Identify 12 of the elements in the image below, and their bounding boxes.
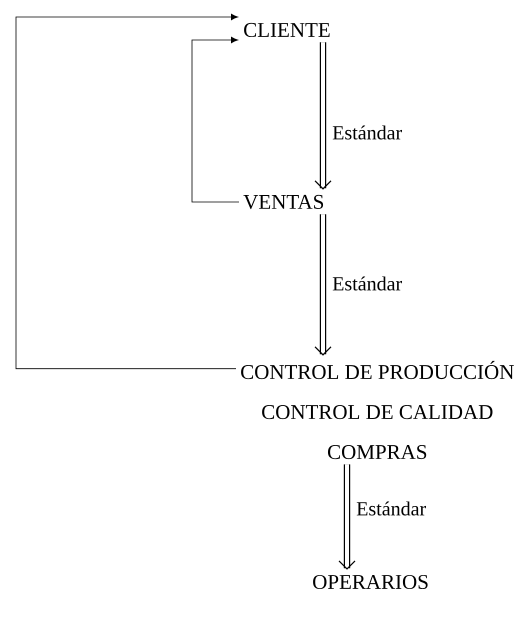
feedback-arrow: [192, 36, 240, 202]
edge-label: Estándar: [356, 501, 426, 516]
double-arrow: [338, 464, 356, 570]
double-arrow: [314, 214, 332, 356]
text-label: CONTROL DE PRODUCCIÓN CONTROL DE CALIDAD COMPRAS: [241, 360, 514, 460]
double-arrow: [314, 42, 332, 190]
text-label: VENTAS: [243, 194, 324, 210]
text-label: OPERARIOS: [313, 574, 428, 590]
feedback-arrow: [16, 14, 238, 370]
text-label: CLIENTE: [244, 22, 330, 38]
edge-label: Estándar: [332, 125, 402, 140]
edge-label: Estándar: [332, 276, 402, 291]
